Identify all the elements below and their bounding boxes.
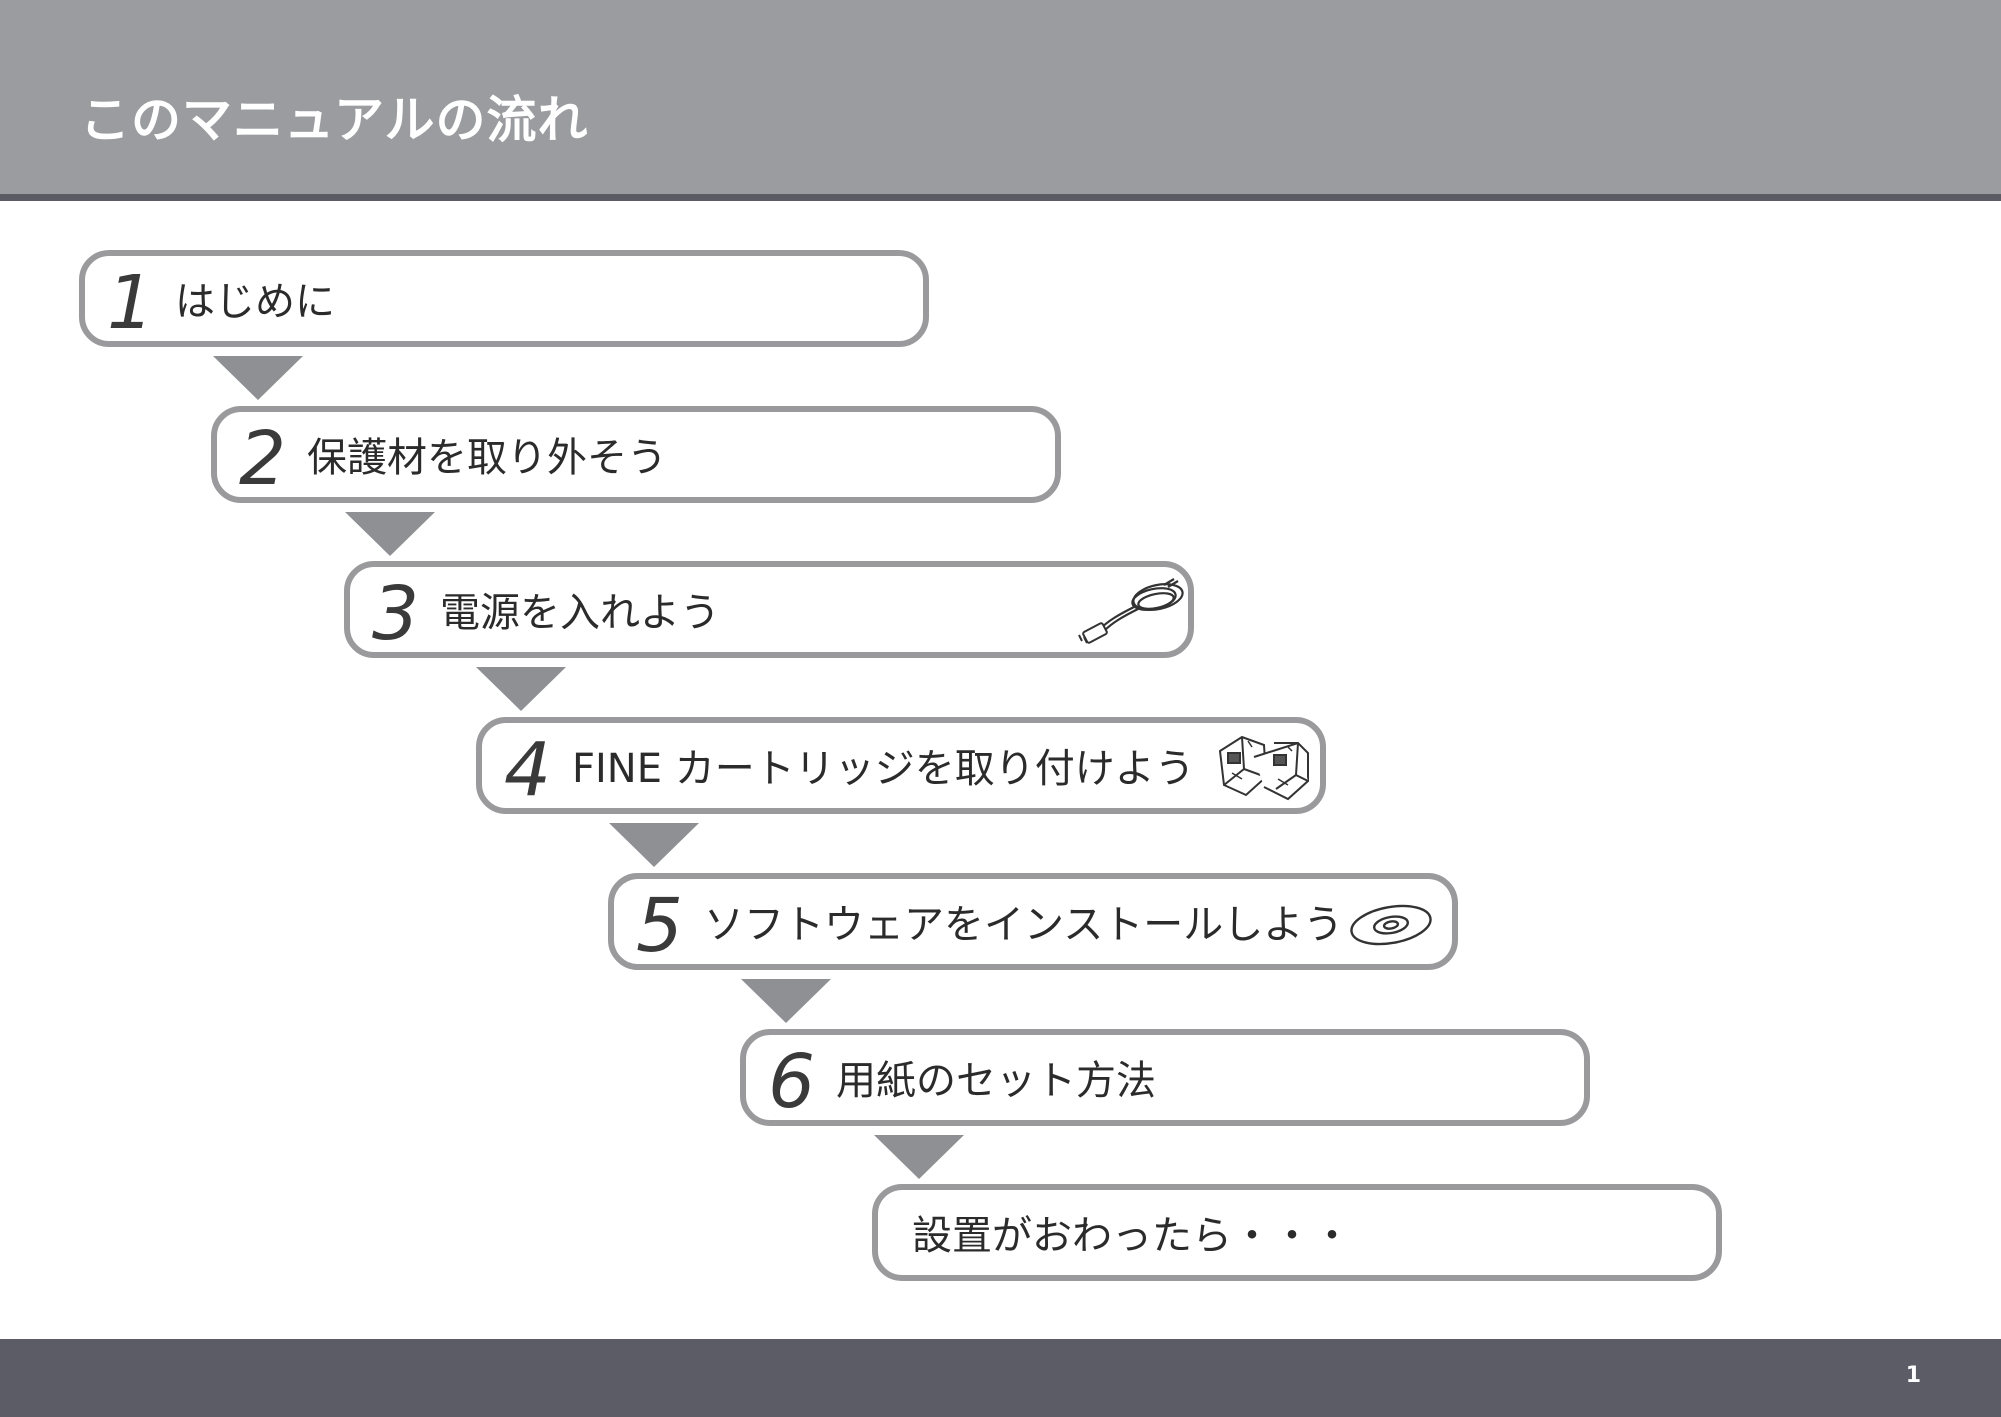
step-6-box[interactable]: 6 用紙のセット方法 <box>740 1029 1590 1126</box>
down-arrow-icon <box>874 1135 964 1179</box>
down-arrow-icon <box>476 667 566 711</box>
step-4-box[interactable]: 4 FINE カートリッジを取り付けよう <box>476 717 1326 814</box>
step-5-box[interactable]: 5 ソフトウェアをインストールしよう <box>608 873 1458 970</box>
step-label: 電源を入れよう <box>440 590 720 636</box>
step-number: 3 <box>372 571 420 657</box>
power-cord-icon <box>1078 577 1188 651</box>
down-arrow-icon <box>345 512 435 556</box>
down-arrow-icon <box>609 823 699 867</box>
after-setup-box[interactable]: 設置がおわったら・・・ <box>872 1184 1722 1281</box>
ink-cartridges-icon <box>1212 729 1312 809</box>
step-3-box[interactable]: 3 電源を入れよう <box>344 561 1194 658</box>
step-2-box[interactable]: 2 保護材を取り外そう <box>211 406 1061 503</box>
step-label: ソフトウェアをインストールしよう <box>704 902 1344 948</box>
step-label: 保護材を取り外そう <box>307 435 667 481</box>
step-number: 1 <box>107 260 155 346</box>
cd-rom-icon <box>1346 899 1436 953</box>
step-1-box[interactable]: 1 はじめに <box>79 250 929 347</box>
page-footer: 1 <box>0 1339 2001 1417</box>
step-label: はじめに <box>175 279 335 325</box>
down-arrow-icon <box>741 979 831 1023</box>
step-number: 2 <box>239 416 287 502</box>
step-number: 5 <box>636 883 684 969</box>
step-label: 用紙のセット方法 <box>836 1058 1156 1104</box>
page-number: 1 <box>1905 1363 1921 1388</box>
step-number: 6 <box>768 1039 816 1125</box>
page-header: このマニュアルの流れ <box>0 0 2001 201</box>
step-label: 設置がおわったら・・・ <box>912 1213 1352 1259</box>
page-title: このマニュアルの流れ <box>80 91 589 149</box>
step-label: FINE カートリッジを取り付けよう <box>572 746 1195 792</box>
down-arrow-icon <box>213 356 303 400</box>
step-number: 4 <box>504 727 552 813</box>
